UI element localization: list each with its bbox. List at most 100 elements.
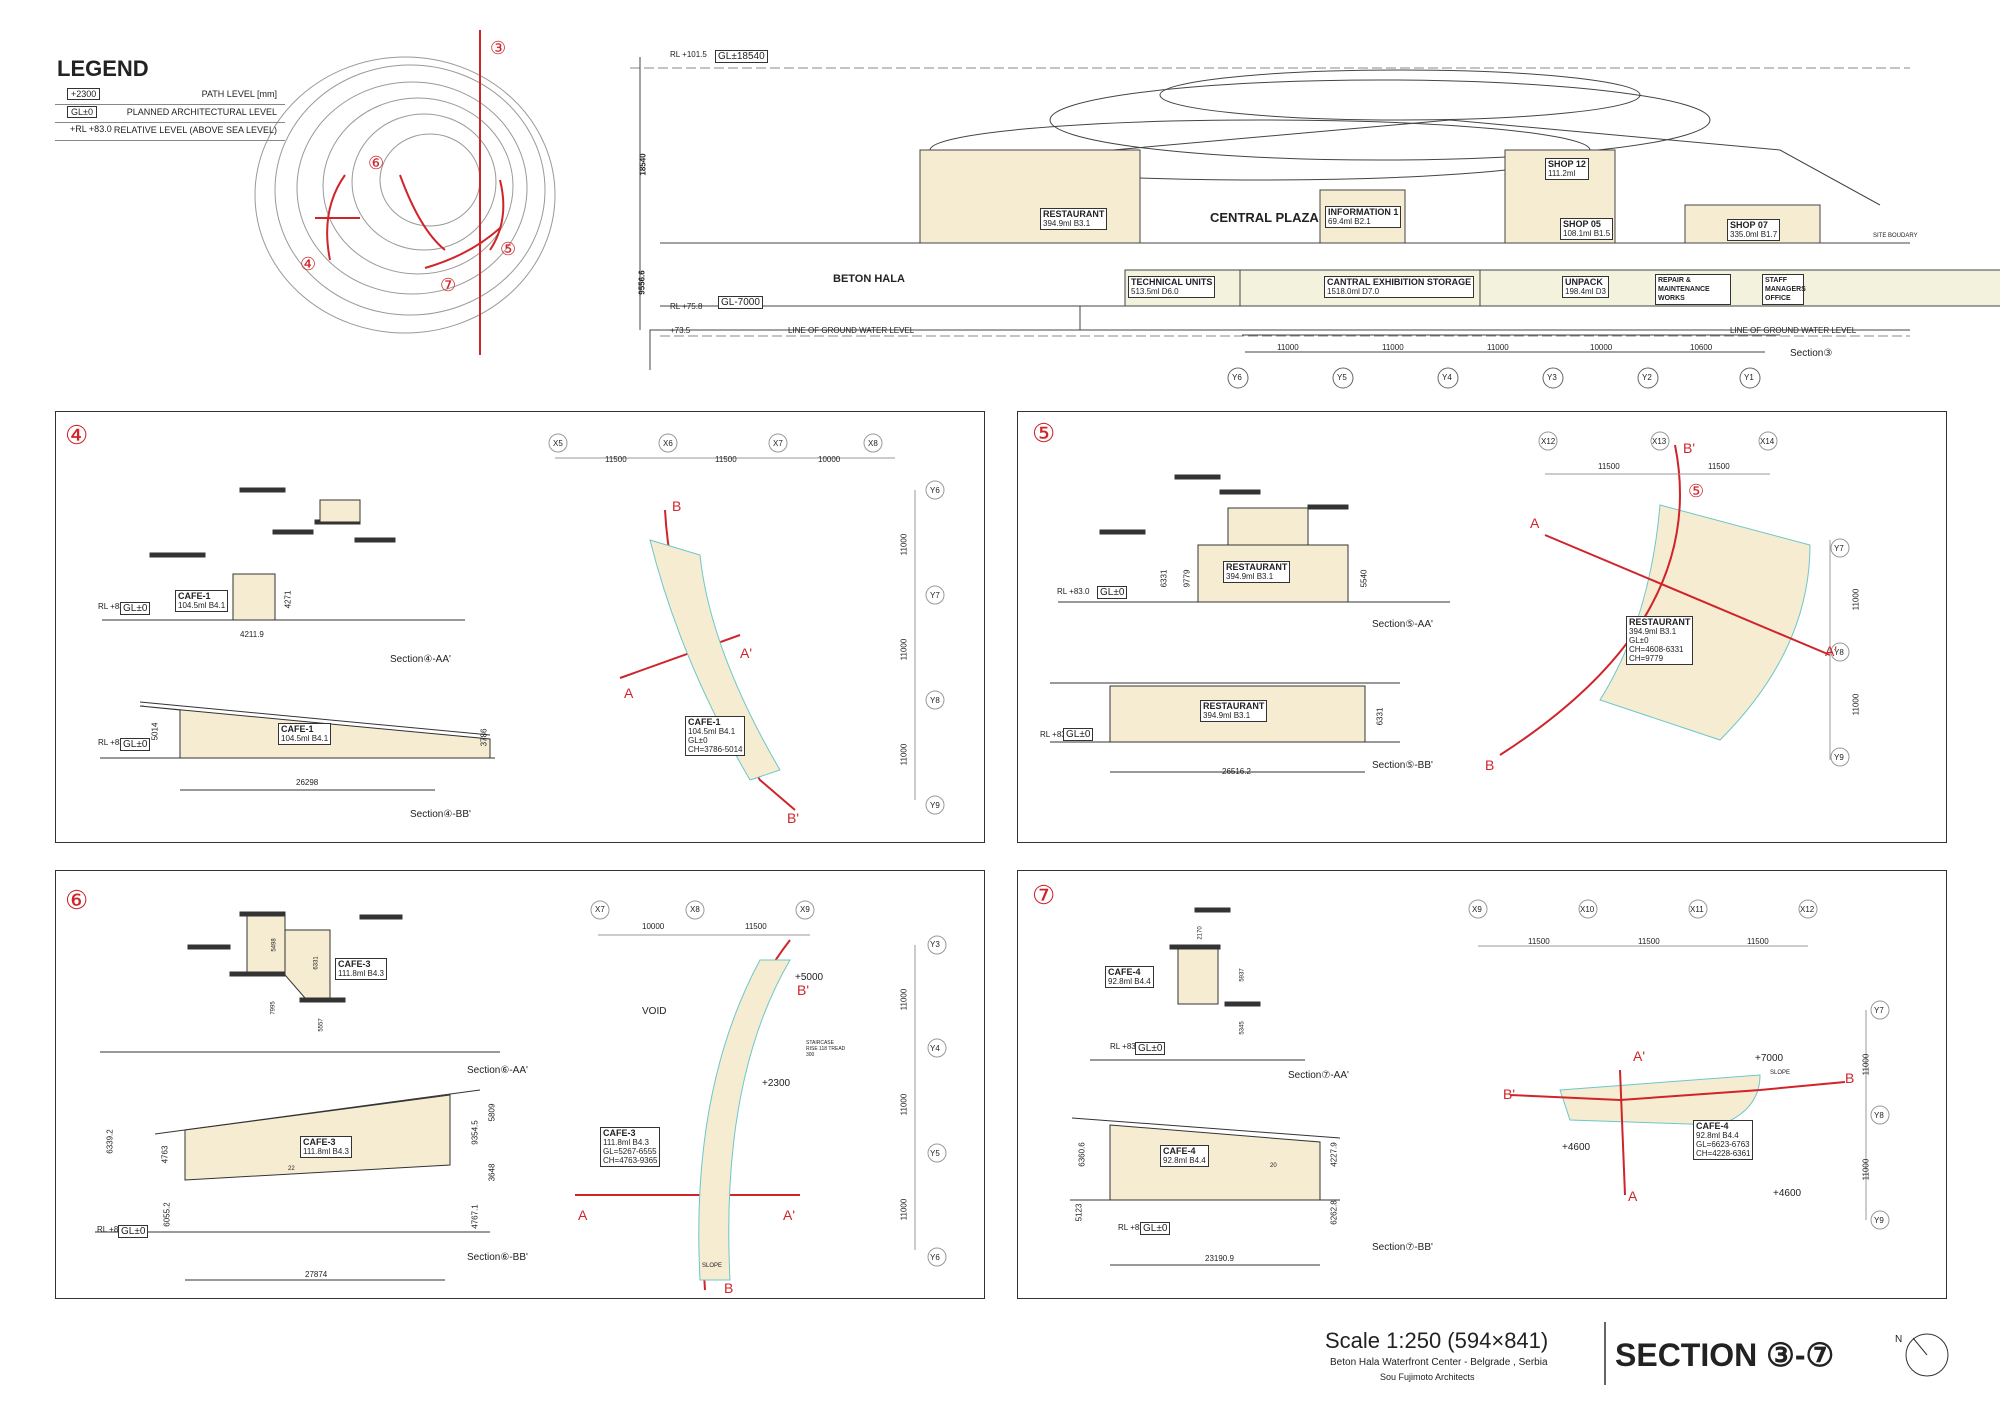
grid-x: X13 <box>1652 437 1667 446</box>
dim: 6331 <box>313 956 320 970</box>
grid-y: Y9 <box>930 801 940 810</box>
dim: 2170 <box>1197 926 1204 940</box>
caption-bb: Section⑤-BB' <box>1372 760 1433 771</box>
caption-aa: Section④-AA' <box>390 654 451 665</box>
level-label: +5000 <box>795 972 824 983</box>
plan-marker: ⑤ <box>1688 481 1705 501</box>
level-label: +7000 <box>1755 1053 1784 1064</box>
span: 11500 <box>1638 937 1660 946</box>
project-name: Beton Hala Waterfront Center - Belgrade … <box>1330 1357 1548 1368</box>
gl-label: GL±0 <box>118 1225 149 1238</box>
height-label-2: 9556.6 <box>637 270 647 295</box>
groundwater-label-2: LINE OF GROUND WATER LEVEL <box>1730 326 1857 335</box>
cut-a-prime: A' <box>783 1207 796 1223</box>
grid-y: Y8 <box>1834 648 1844 657</box>
span-label: 11000 <box>1487 343 1509 352</box>
span: 11500 <box>1598 462 1620 471</box>
gl-label: GL±0 <box>120 602 151 615</box>
dim: 5123 <box>1074 1203 1084 1222</box>
panel-number: ④ <box>65 420 89 450</box>
rl-bottom: RL +75.8 <box>670 302 703 311</box>
dim: 5937 <box>1239 968 1246 982</box>
legend-text: PLANNED ARCHITECTURAL LEVEL <box>126 107 277 117</box>
legend-row-rl: +RL +83.0 RELATIVE LEVEL (ABOVE SEA LEVE… <box>55 122 285 141</box>
span-label: 11000 <box>1277 343 1299 352</box>
grid-y: Y7 <box>1834 544 1844 553</box>
gl-label: GL±0 <box>1063 728 1094 741</box>
grid-x: X9 <box>1472 905 1482 914</box>
legend-text: RELATIVE LEVEL (ABOVE SEA LEVEL) <box>113 125 277 135</box>
span-y: 11000 <box>899 1198 909 1221</box>
legend-symbol: GL±0 <box>67 106 97 118</box>
slope-label: SLOPE <box>702 1263 723 1269</box>
cut-b: B <box>672 498 682 514</box>
cut-a-prime: A' <box>1633 1048 1646 1064</box>
dim: 7995 <box>270 1001 277 1015</box>
span: 11500 <box>745 922 767 931</box>
dim: 4763 <box>160 1145 170 1164</box>
span-y: 11000 <box>1851 588 1861 611</box>
gl-top: GL±18540 <box>715 50 768 63</box>
gl-label: GL±0 <box>1140 1222 1171 1235</box>
rl-label: RL +83.0 <box>98 602 131 611</box>
grid-x: X8 <box>690 905 700 914</box>
cut-a: A <box>578 1207 588 1223</box>
slope-label: SLOPE <box>1770 1070 1791 1076</box>
span: 11500 <box>605 455 627 464</box>
grid-y: Y5 <box>930 1149 940 1158</box>
dim-width: 4211.9 <box>240 630 264 639</box>
sheet-title: SECTION ③-⑦ <box>1615 1337 1835 1373</box>
dim-width: 26516.2 <box>1222 767 1251 776</box>
legend-row-gl: GL±0 PLANNED ARCHITECTURAL LEVEL <box>55 104 285 123</box>
grid-label: Y4 <box>1442 373 1452 382</box>
panel-number: ⑥ <box>65 885 89 915</box>
dim: 5345 <box>1239 1021 1246 1035</box>
keyplan-marker-6: ⑥ <box>368 153 385 173</box>
staircase-note: STAIRCASE RISE 118 TREAD 300 <box>806 1040 846 1058</box>
dim: 5809 <box>487 1103 497 1122</box>
dim: 5498 <box>271 938 278 952</box>
panel-section-7 <box>1017 870 1947 1299</box>
cut-a-prime: A' <box>740 645 753 661</box>
gl-bottom: GL-7000 <box>718 296 763 309</box>
level-label: +4600 <box>1562 1142 1591 1153</box>
gl-label: GL±0 <box>1135 1042 1166 1055</box>
grid-x: X8 <box>868 439 878 448</box>
dim: 6262.8 <box>1329 1200 1339 1225</box>
keyplan-marker-7: ⑦ <box>440 275 457 295</box>
dim-left: 5014 <box>150 722 160 741</box>
dim: 3648 <box>487 1163 497 1182</box>
cut-b-prime: B' <box>787 810 800 826</box>
grid-y: Y3 <box>930 940 940 949</box>
rl-label: RL +83.0 <box>1110 1042 1143 1051</box>
rl-label: RL +83.0 <box>1118 1223 1151 1232</box>
span-y: 11000 <box>899 638 909 661</box>
grid-label: Y6 <box>1232 373 1242 382</box>
beton-hala-label: BETON HALA <box>833 273 905 285</box>
cut-a: A <box>624 685 634 701</box>
grid-y: Y4 <box>930 1044 940 1053</box>
caption-aa: Section⑥-AA' <box>467 1065 528 1076</box>
section3-caption: Section③ <box>1790 348 1833 359</box>
grid-y: Y6 <box>930 1253 940 1262</box>
panel-number: ⑦ <box>1032 880 1056 910</box>
grid-x: X5 <box>553 439 563 448</box>
dim: 4227.9 <box>1329 1142 1339 1167</box>
grid-x: X6 <box>663 439 673 448</box>
span-label: 10600 <box>1690 343 1713 352</box>
grid-label: Y1 <box>1744 373 1754 382</box>
rl-label: RL +83.0 <box>1057 587 1090 596</box>
cut-b-prime: B' <box>1683 440 1696 456</box>
